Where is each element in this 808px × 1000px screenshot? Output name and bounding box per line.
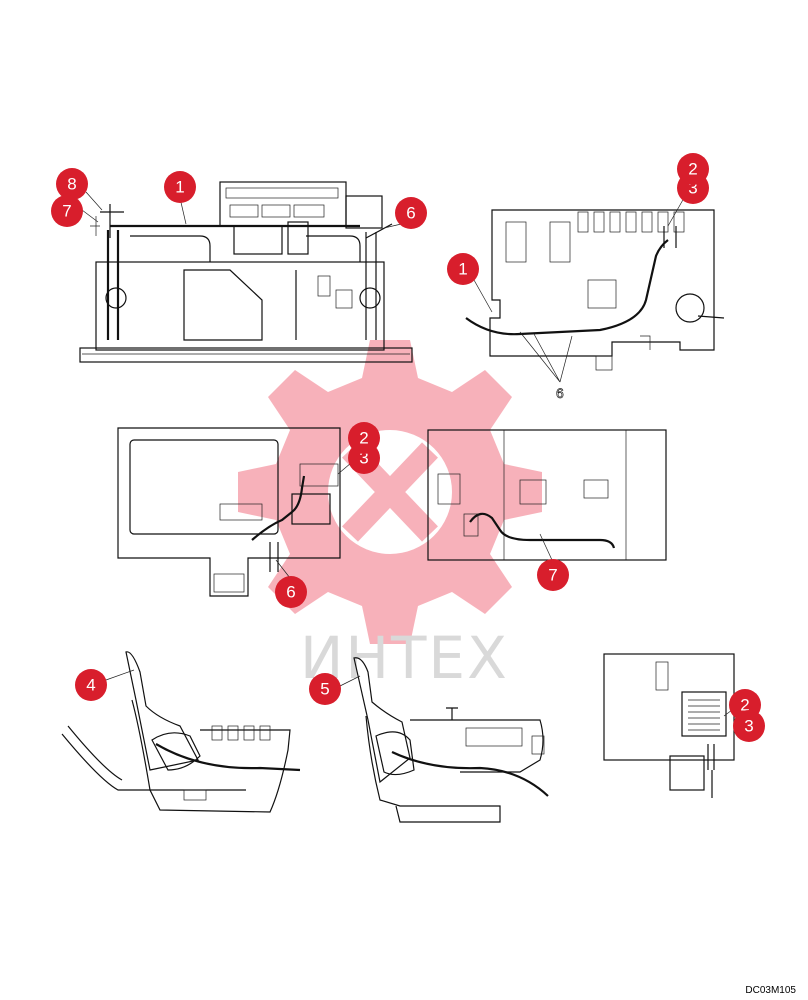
callout-1-top-right: 1 — [447, 253, 479, 285]
view-plate-middle-right — [427, 429, 667, 561]
callout-7-middle: 7 — [537, 559, 569, 591]
view-console-top — [79, 181, 413, 363]
view-panel-top-right — [465, 209, 725, 371]
callout-label: 2 — [359, 429, 368, 448]
callout-label: 6 — [286, 583, 295, 602]
callout-6-middle: 6 — [275, 576, 307, 608]
view-joystick-left — [61, 651, 301, 813]
callout-8: 8 — [56, 168, 88, 200]
callout-label: 5 — [320, 680, 329, 699]
callout-2-middle: 2 — [348, 422, 380, 454]
callout-4: 4 — [75, 669, 107, 701]
switch-row-left — [211, 725, 271, 741]
view-joystick-right — [353, 657, 549, 823]
drawing-code: DC03M105 — [745, 985, 796, 996]
relay-bank — [577, 211, 685, 233]
callout-7-top-left: 7 — [51, 195, 83, 227]
callout-label: 7 — [62, 202, 71, 221]
callout-label: 6 — [406, 204, 415, 223]
callout-label: 8 — [67, 175, 76, 194]
callout-label: 1 — [175, 178, 184, 197]
callout-2-top-right: 2 — [677, 153, 709, 185]
callout-label: 3 — [688, 179, 697, 198]
callout-label: 2 — [688, 160, 697, 179]
callout-5: 5 — [309, 673, 341, 705]
callout-label: 1 — [458, 260, 467, 279]
view-monitor-panel — [117, 427, 341, 597]
callout-label: 3 — [744, 717, 753, 736]
callout-label: 3 — [359, 449, 368, 468]
callout-3-bottom-right: 3 — [733, 710, 765, 742]
callout-label: 7 — [548, 566, 557, 585]
callout-6-top-left: 6 — [395, 197, 427, 229]
terminal-strip — [688, 699, 720, 731]
callout-6-plain: 6 — [556, 385, 564, 401]
view-plate-bottom-right — [603, 653, 735, 798]
callout-label: 4 — [86, 676, 95, 695]
callout-1-top-left: 1 — [164, 171, 196, 203]
callout-label: 2 — [740, 696, 749, 715]
